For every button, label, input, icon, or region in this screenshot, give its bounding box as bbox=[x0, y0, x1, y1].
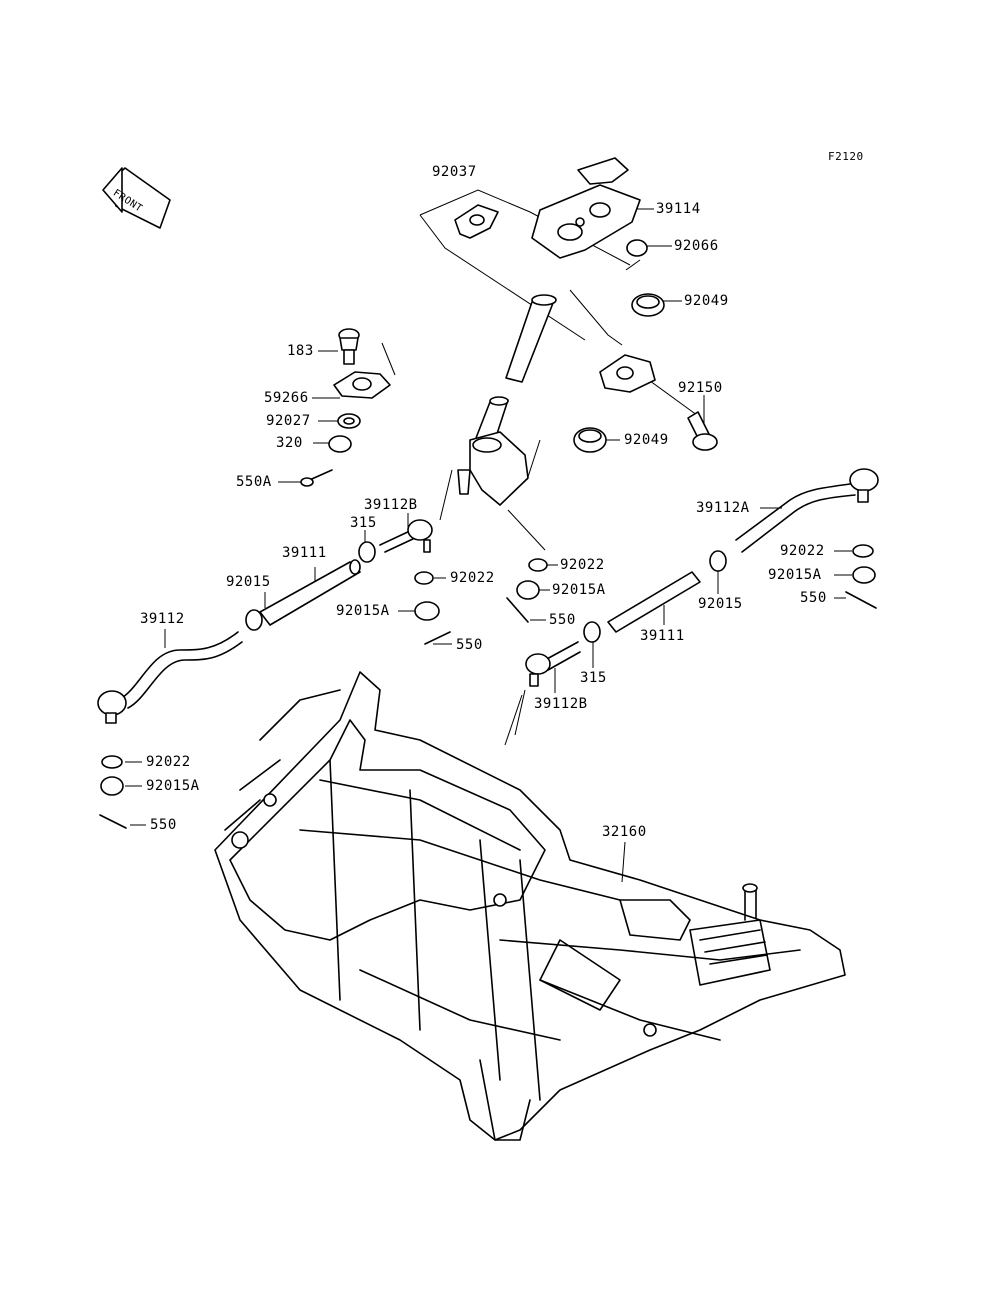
tie-rod-end-39112B-bottom bbox=[525, 641, 581, 687]
tie-rod-end-39112A bbox=[735, 468, 879, 553]
part-label-92037: 92037 bbox=[432, 164, 477, 180]
part-label-550-left: 550 bbox=[150, 817, 177, 833]
bushing-92049-bottom bbox=[573, 427, 607, 453]
part-label-320: 320 bbox=[276, 435, 303, 451]
part-label-92015A-right: 92015A bbox=[768, 567, 822, 583]
part-label-39112B-top: 39112B bbox=[364, 497, 418, 513]
cap-92066 bbox=[626, 239, 648, 257]
part-label-32160: 32160 bbox=[602, 824, 647, 840]
part-label-92049-top: 92049 bbox=[684, 293, 729, 309]
pin-550A bbox=[300, 469, 333, 487]
plate-59266 bbox=[333, 371, 391, 399]
part-label-550-mid: 550 bbox=[456, 637, 483, 653]
part-label-39114: 39114 bbox=[656, 201, 701, 217]
front-arrow-icon bbox=[102, 167, 171, 229]
frame-32160 bbox=[214, 671, 846, 1141]
nut-320 bbox=[328, 435, 352, 453]
nut-92015-right bbox=[709, 550, 727, 572]
part-label-92022-center: 92022 bbox=[560, 557, 605, 573]
holder-lower bbox=[599, 354, 656, 393]
part-label-39111-left: 39111 bbox=[282, 545, 327, 561]
part-label-92015-left: 92015 bbox=[226, 574, 271, 590]
part-label-92015-right: 92015 bbox=[698, 596, 743, 612]
part-label-92015A-center: 92015A bbox=[552, 582, 606, 598]
pin-550-center bbox=[506, 597, 529, 623]
nut-92015A-right bbox=[852, 566, 876, 584]
part-label-39111-right: 39111 bbox=[640, 628, 685, 644]
nut-315-left bbox=[358, 541, 376, 563]
pin-550-left bbox=[99, 814, 127, 829]
washer-92022-center bbox=[528, 558, 548, 572]
part-label-550A: 550A bbox=[236, 474, 272, 490]
part-label-59266: 59266 bbox=[264, 390, 309, 406]
tie-rod-39111-left bbox=[259, 559, 361, 626]
part-label-92015A-left: 92015A bbox=[146, 778, 200, 794]
part-label-550-center: 550 bbox=[549, 612, 576, 628]
bolt-92150 bbox=[687, 411, 718, 451]
part-label-92066: 92066 bbox=[674, 238, 719, 254]
washer-92022-mid bbox=[414, 571, 434, 585]
washer-92027 bbox=[337, 413, 361, 429]
tie-rod-end-39112B-top bbox=[379, 519, 433, 553]
part-label-92022-mid: 92022 bbox=[450, 570, 495, 586]
bushing-92049-top bbox=[631, 293, 665, 317]
washer-92022-left bbox=[101, 755, 123, 769]
nut-92015A-center bbox=[516, 580, 540, 600]
tie-rod-39111-right bbox=[607, 571, 701, 633]
part-label-183: 183 bbox=[287, 343, 314, 359]
pin-550-mid bbox=[424, 631, 451, 645]
nut-92015A-mid bbox=[414, 601, 440, 621]
part-label-39112A: 39112A bbox=[696, 500, 750, 516]
washer-92022-right bbox=[852, 544, 874, 558]
diagram-code: F2120 bbox=[828, 150, 864, 163]
part-label-39112B-bottom: 39112B bbox=[534, 696, 588, 712]
part-label-92049-bottom: 92049 bbox=[624, 432, 669, 448]
part-label-315-left: 315 bbox=[350, 515, 377, 531]
nut-315-right bbox=[583, 621, 601, 643]
nut-92015A-left bbox=[100, 776, 124, 796]
steering-shaft bbox=[457, 294, 557, 506]
pin-550-right bbox=[845, 591, 877, 609]
part-label-550-right: 550 bbox=[800, 590, 827, 606]
part-label-92022-left: 92022 bbox=[146, 754, 191, 770]
bolt-183 bbox=[338, 328, 360, 365]
clamp-92037 bbox=[454, 204, 499, 239]
handlebar-holder-upper bbox=[531, 157, 641, 259]
part-label-92150: 92150 bbox=[678, 380, 723, 396]
nut-92015-left bbox=[245, 609, 263, 631]
part-label-39112: 39112 bbox=[140, 611, 185, 627]
part-label-315-right: 315 bbox=[580, 670, 607, 686]
part-label-92015A-mid: 92015A bbox=[336, 603, 390, 619]
leader-lines bbox=[125, 189, 852, 883]
part-label-92027: 92027 bbox=[266, 413, 311, 429]
tie-rod-end-39112 bbox=[97, 631, 243, 724]
part-label-92022-right: 92022 bbox=[780, 543, 825, 559]
